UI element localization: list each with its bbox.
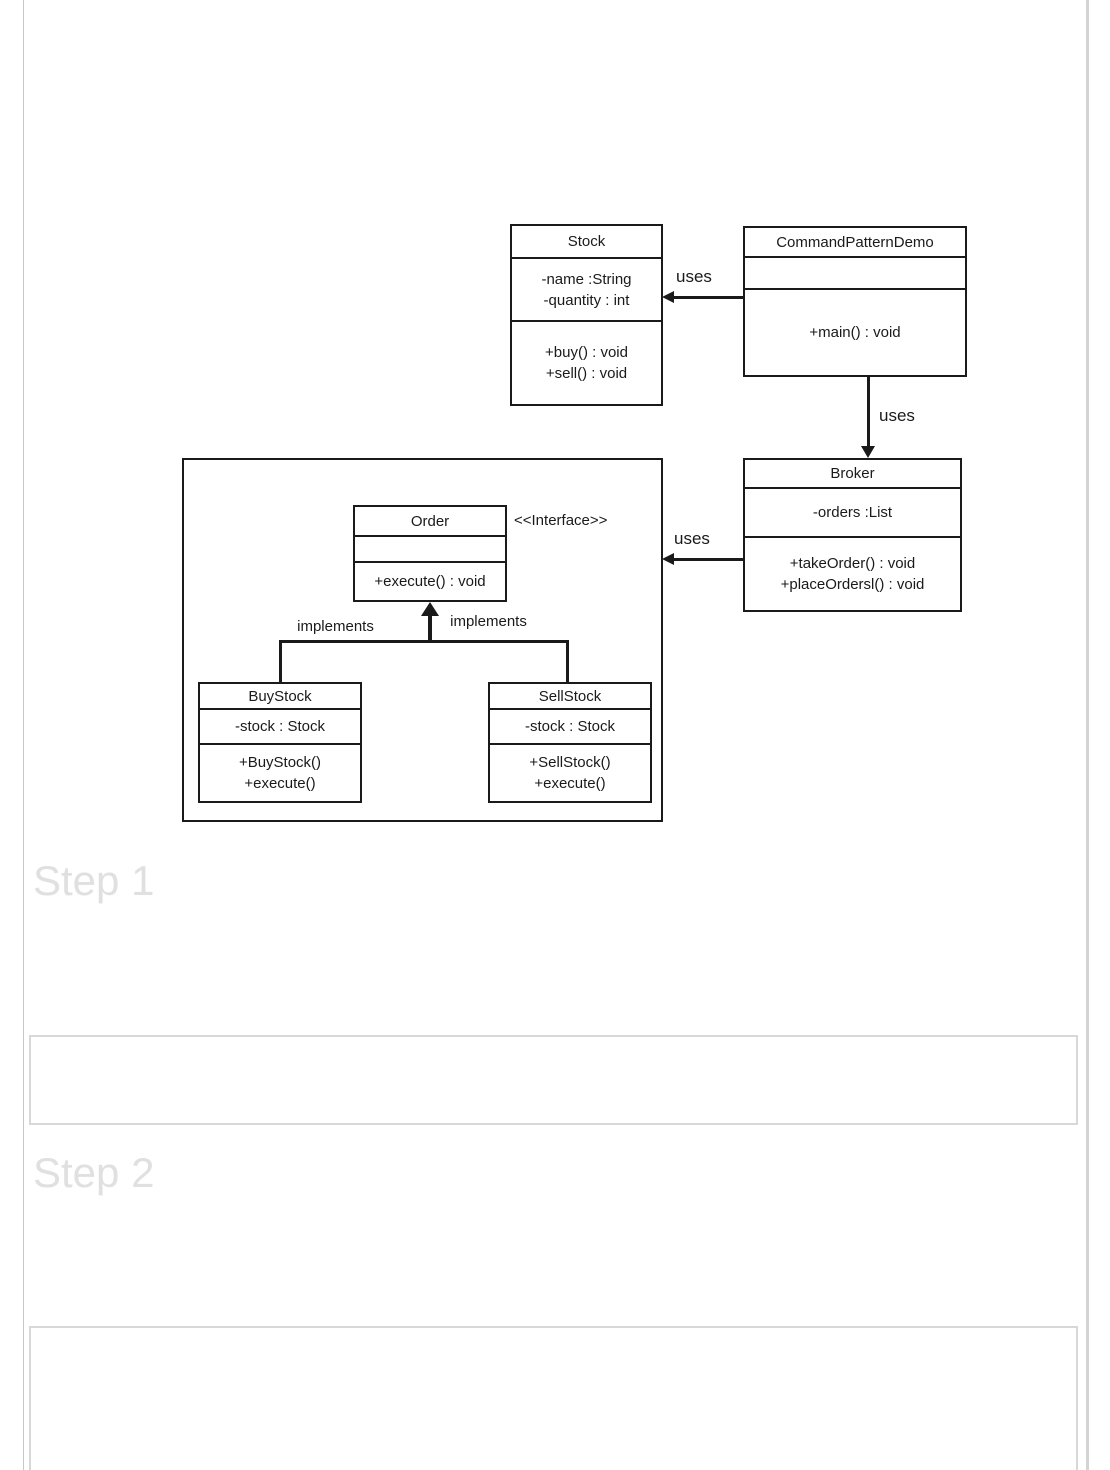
class-title: SellStock <box>490 684 650 710</box>
class-methods: +buy() : void +sell() : void <box>512 322 661 404</box>
class-title: CommandPatternDemo <box>745 228 965 258</box>
uses-label-broker-order: uses <box>674 529 710 548</box>
uml-method: +execute() <box>244 775 316 792</box>
class-attributes: -stock : Stock <box>490 710 650 745</box>
class-title: BuyStock <box>200 684 360 710</box>
uml-class-diagram-image: Stock -name :String -quantity : int +buy… <box>182 224 967 822</box>
class-attributes-empty <box>355 537 505 563</box>
class-box-buystock: BuyStock -stock : Stock +BuyStock() +exe… <box>198 682 362 803</box>
class-attributes-empty <box>745 258 965 290</box>
uml-attribute: -orders :List <box>812 504 893 521</box>
class-methods: +main() : void <box>745 290 965 375</box>
implements-stub-buystock <box>279 640 282 684</box>
uml-method: +SellStock() <box>529 754 611 771</box>
class-box-sellstock: SellStock -stock : Stock +SellStock() +e… <box>488 682 652 803</box>
implements-label-right: implements <box>450 613 527 630</box>
class-box-order-interface: Order +execute() : void <box>353 505 507 602</box>
class-attributes: -stock : Stock <box>200 710 360 745</box>
uml-method: +main() : void <box>809 324 901 341</box>
uses-arrow-demo-to-broker <box>867 377 870 447</box>
implements-connector-line <box>279 640 569 643</box>
interface-stereotype-label: <<Interface>> <box>514 512 608 529</box>
class-box-broker: Broker -orders :List +takeOrder() : void… <box>743 458 962 612</box>
implements-arrow-shaft <box>428 614 432 642</box>
uml-attribute: -stock : Stock <box>234 718 326 735</box>
arrowhead-left-icon <box>662 553 674 565</box>
class-box-commandpatterndemo: CommandPatternDemo +main() : void <box>743 226 967 377</box>
page-left-border <box>23 0 24 1470</box>
uml-attribute: -quantity : int <box>543 291 630 309</box>
implements-stub-sellstock <box>566 640 569 684</box>
class-methods: +BuyStock() +execute() <box>200 745 360 801</box>
class-title: Stock <box>512 226 661 259</box>
uses-arrow-broker-to-order <box>670 558 743 561</box>
uml-attribute: -stock : Stock <box>524 718 616 735</box>
code-block-placeholder-2 <box>29 1326 1078 1470</box>
class-attributes: -orders :List <box>745 489 960 538</box>
code-block-placeholder-1 <box>29 1035 1078 1125</box>
uml-method: +placeOrdersl() : void <box>780 576 925 593</box>
uml-method: +BuyStock() <box>238 754 322 771</box>
class-box-stock: Stock -name :String -quantity : int +buy… <box>510 224 663 406</box>
class-attributes: -name :String -quantity : int <box>512 259 661 322</box>
uml-method: +sell() : void <box>545 365 628 382</box>
class-methods: +takeOrder() : void +placeOrdersl() : vo… <box>745 538 960 610</box>
uml-method: +buy() : void <box>545 344 628 361</box>
class-methods: +SellStock() +execute() <box>490 745 650 801</box>
arrowhead-down-icon <box>861 446 875 458</box>
uses-arrow-demo-to-stock <box>670 296 743 299</box>
class-title: Broker <box>745 460 960 489</box>
uml-method: +execute() <box>534 775 606 792</box>
step-1-heading: Step 1 <box>33 857 155 904</box>
class-title: Order <box>355 507 505 537</box>
uml-attribute: -name :String <box>541 270 632 288</box>
uses-label-demo-broker: uses <box>879 406 915 425</box>
step-2-heading: Step 2 <box>33 1149 155 1196</box>
implements-label-left: implements <box>297 618 374 635</box>
page-right-border <box>1086 0 1089 1470</box>
arrowhead-left-icon <box>662 291 674 303</box>
class-methods: +execute() : void <box>355 563 505 600</box>
uml-method: +takeOrder() : void <box>789 555 916 572</box>
arrowhead-up-icon <box>421 602 439 616</box>
uses-label-demo-stock: uses <box>676 267 712 286</box>
uml-method: +execute() : void <box>374 573 486 590</box>
